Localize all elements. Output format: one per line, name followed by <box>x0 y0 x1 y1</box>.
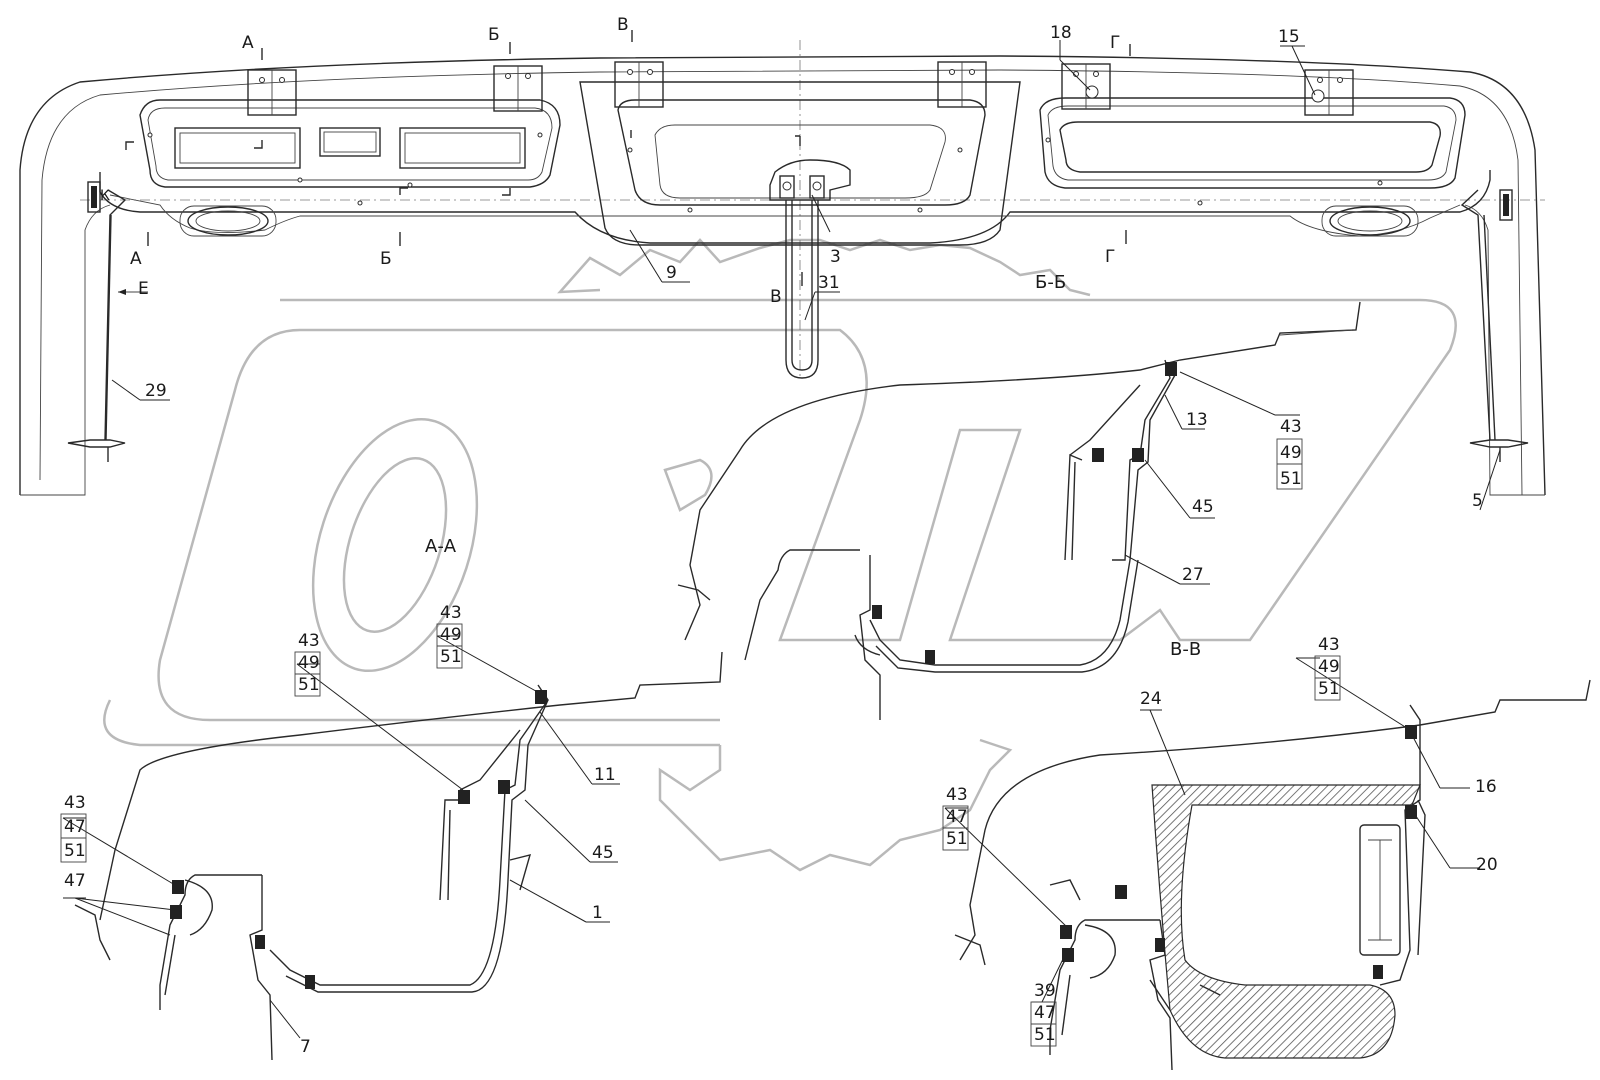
callout-43-b1: 43 <box>1280 417 1302 437</box>
callout-51-b1: 51 <box>1280 469 1302 489</box>
cut-letter-g-top: Г <box>1110 33 1120 53</box>
callout-51-a3: 51 <box>64 841 86 861</box>
section-title-a-a: А-А <box>425 536 457 557</box>
callout-51-v2: 51 <box>946 829 968 849</box>
cut-letter-k: К <box>100 188 110 204</box>
callout-45-b: 45 <box>1192 497 1214 517</box>
watermark-logo <box>103 238 1457 872</box>
callout-49-a2: 49 <box>298 653 320 673</box>
callout-9: 9 <box>666 263 677 283</box>
callout-45-a: 45 <box>592 843 614 863</box>
cut-letter-e: Е <box>138 279 149 299</box>
leader-lines <box>62 40 1501 1039</box>
callout-43-v2: 43 <box>946 785 968 805</box>
callout-16: 16 <box>1475 777 1497 797</box>
section-b-b-drawing <box>677 301 1361 720</box>
callout-47-v2: 47 <box>946 807 968 827</box>
cut-letter-b-top: Б <box>488 25 500 45</box>
cut-letters: А Б В Г А Б Г В Е К <box>100 15 1120 307</box>
callout-31: 31 <box>818 273 840 293</box>
cut-letter-b-bottom: Б <box>380 249 392 269</box>
cab-top-panel <box>19 30 1546 496</box>
cut-letter-g-bottom: Г <box>1105 247 1115 267</box>
callout-29: 29 <box>145 381 167 401</box>
callout-43-a1: 43 <box>440 603 462 623</box>
callout-43-a2: 43 <box>298 631 320 651</box>
callout-18: 18 <box>1050 23 1072 43</box>
section-cut-marks <box>118 30 1131 295</box>
callout-15: 15 <box>1278 27 1300 47</box>
callout-13: 13 <box>1186 410 1208 430</box>
callout-51-v3: 51 <box>1034 1025 1056 1045</box>
cut-letter-v-top: В <box>617 15 629 35</box>
cut-letter-a-top: А <box>242 33 254 53</box>
callout-47-a3: 47 <box>64 817 86 837</box>
callout-47-a4: 47 <box>64 871 86 891</box>
callout-49-v1: 49 <box>1318 657 1340 677</box>
bolt-holes <box>147 69 1383 213</box>
section-titles: А-А Б-Б В-В <box>425 272 1201 660</box>
callout-11: 11 <box>594 765 616 785</box>
callout-20: 20 <box>1476 855 1498 875</box>
callout-49-b1: 49 <box>1280 443 1302 463</box>
section-v-v-drawing <box>954 679 1591 1071</box>
callout-3: 3 <box>830 247 841 267</box>
callout-43-v1: 43 <box>1318 635 1340 655</box>
callout-51-v1: 51 <box>1318 679 1340 699</box>
callout-47-v3: 47 <box>1034 1003 1056 1023</box>
section-title-b-b: Б-Б <box>1035 272 1066 293</box>
cut-letter-a-bottom: А <box>130 249 142 269</box>
callout-24: 24 <box>1140 689 1162 709</box>
callout-1: 1 <box>592 903 603 923</box>
callout-27: 27 <box>1182 565 1204 585</box>
callout-49-a1: 49 <box>440 625 462 645</box>
callout-43-a3: 43 <box>64 793 86 813</box>
callout-labels: 18 15 3 9 31 29 5 13 43 49 51 45 27 43 4… <box>64 23 1498 1057</box>
callout-frames <box>60 438 1341 1047</box>
callout-7: 7 <box>300 1037 311 1057</box>
callout-5: 5 <box>1472 491 1483 511</box>
callout-39-v3: 39 <box>1034 981 1056 1001</box>
callout-51-a2: 51 <box>298 675 320 695</box>
section-title-v-v: В-В <box>1170 639 1201 660</box>
cut-letter-v-bottom: В <box>770 287 782 307</box>
callout-51-a1: 51 <box>440 647 462 667</box>
section-a-a-drawing <box>74 651 723 1061</box>
